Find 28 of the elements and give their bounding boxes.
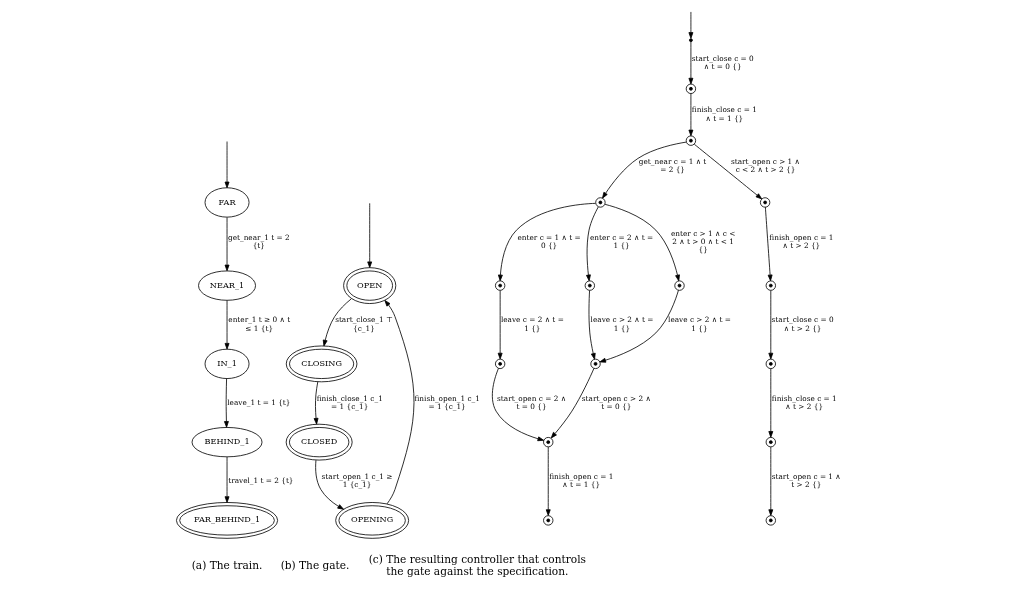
edge-label: leave c > 2 ∧ t = 1 {}	[590, 315, 653, 333]
edge-label: finish_close c = 1 ∧ t > 2 {}	[771, 393, 837, 411]
edge-label: finish_close c = 1 ∧ t = 1 {}	[691, 105, 757, 123]
edge-label: start_open c > 2 ∧ t = 0 {}	[581, 393, 651, 411]
edge-label: enter c > 1 ∧ c < 2 ∧ t > 0 ∧ t < 1 {}	[670, 229, 735, 255]
edge-label: leave c = 2 ∧ t = 1 {}	[500, 315, 564, 333]
edge-label: leave_1 t = 1 {t}	[226, 397, 290, 407]
edge-label: leave c > 2 ∧ t = 1 {}	[667, 315, 731, 333]
label: (c) The resulting controller that controls the gate against the specification.	[368, 553, 586, 577]
edge-label: finish_open c = 1 ∧ t = 1 {}	[548, 471, 613, 490]
edge-label: start_open c = 1 ∧ t > 2 {}	[771, 471, 841, 490]
edge-label: travel_1 t = 2 {t}	[227, 476, 294, 486]
edge-label: finish_open c = 1 ∧ t > 2 {}	[768, 233, 833, 251]
edge-label: enter c = 1 ∧ t = 0 {}	[516, 233, 581, 251]
edge-label: finish_close_1 c_1 = 1 {c_1}	[316, 393, 383, 411]
edge-label: enter_1 t ≥ 0 ∧ t ≤ 1 {t}	[227, 315, 290, 333]
edge-label: start_open_1 c_1 ≥ 1 {c_1}	[321, 471, 393, 490]
edge-label: get_near c = 1 ∧ t = 2 {}	[638, 157, 706, 175]
edge-label: start_close_1 ⊤ {c_1}	[334, 315, 393, 333]
label: (b) The gate.	[280, 558, 349, 571]
edge-label: enter c = 2 ∧ t = 1 {}	[589, 233, 653, 251]
edge-label: start_open c = 2 ∧ t = 0 {}	[496, 393, 566, 411]
edge-label: start_close c = 0 ∧ t = 0 {}	[691, 53, 754, 71]
edge-label: get_near_1 t = 2 {t}	[227, 233, 290, 251]
edge-label: start_close c = 0 ∧ t > 2 {}	[771, 315, 834, 333]
label: (a) The train.	[191, 558, 262, 571]
edge-label: finish_open_1 c_1 = 1 {c_1}	[413, 393, 480, 411]
edge-label: start_open c > 1 ∧ c < 2 ∧ t > 2 {}	[730, 157, 800, 175]
